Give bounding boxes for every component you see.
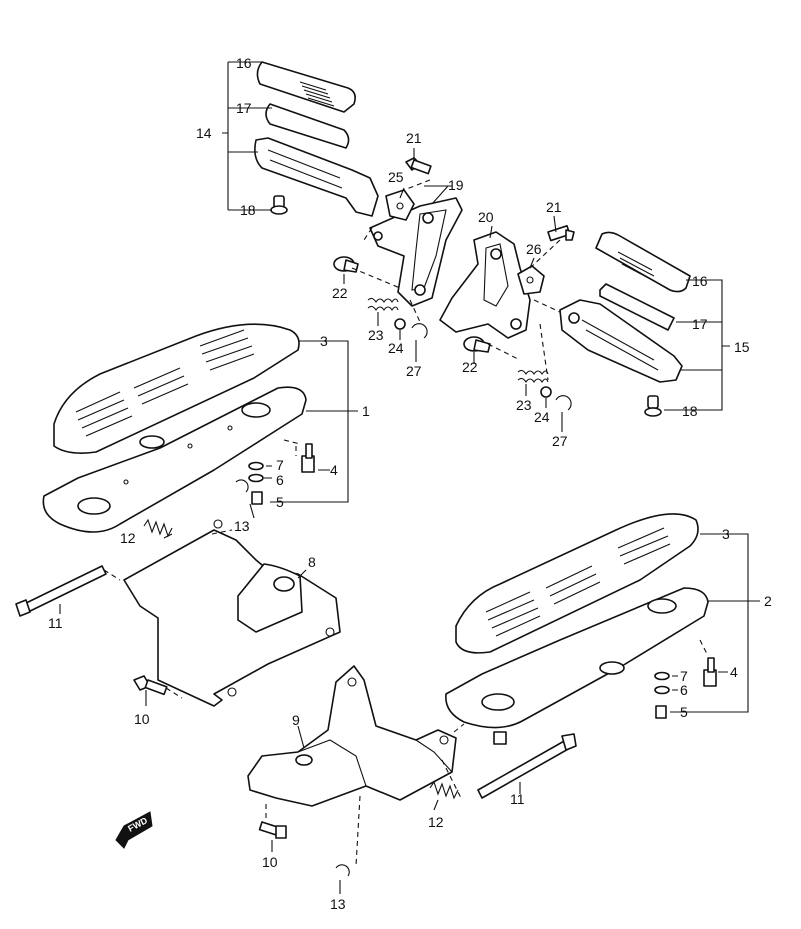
callout-22: 22 xyxy=(462,359,478,375)
callout-24: 24 xyxy=(388,340,404,356)
callout-21: 21 xyxy=(406,130,422,146)
pedal-arm-14 xyxy=(254,137,379,217)
callout-23: 23 xyxy=(368,327,384,343)
bolt-18-left xyxy=(270,195,288,215)
callout-5: 5 xyxy=(680,704,688,720)
bracket-8 xyxy=(123,519,341,707)
callout-20: 20 xyxy=(478,209,494,225)
callout-21: 21 xyxy=(546,199,562,215)
callout-4: 4 xyxy=(730,664,738,680)
spring-12-left xyxy=(143,518,173,538)
bolt-10-right xyxy=(258,821,287,839)
spring-12-right xyxy=(429,780,459,800)
clip-13-bottom xyxy=(335,864,350,877)
pedal-arm-15 xyxy=(559,299,683,383)
callout-4: 4 xyxy=(330,462,338,478)
clip-27-left xyxy=(411,323,428,339)
callout-11: 11 xyxy=(48,615,63,631)
pin-22-right xyxy=(463,336,491,353)
callout-13: 13 xyxy=(234,518,250,534)
callout-10: 10 xyxy=(134,711,150,727)
callout-24: 24 xyxy=(534,409,550,425)
plate-17-right xyxy=(599,283,675,331)
callout-11: 11 xyxy=(510,791,525,807)
callout-12: 12 xyxy=(428,814,444,830)
callout-17: 17 xyxy=(692,316,708,332)
bolt-21-left xyxy=(405,157,432,175)
callout-17: 17 xyxy=(236,100,252,116)
bracket-9 xyxy=(247,665,457,807)
bracket-20 xyxy=(439,231,531,339)
callout-27: 27 xyxy=(552,433,568,449)
callout-18: 18 xyxy=(682,403,698,419)
callout-19: 19 xyxy=(448,177,464,193)
callout-16: 16 xyxy=(236,55,252,71)
fwd-arrow-icon: FWD xyxy=(115,811,153,849)
callout-10: 10 xyxy=(262,854,278,870)
callout-7: 7 xyxy=(276,457,284,473)
pin-22-left xyxy=(333,256,359,273)
spring-23-left xyxy=(367,297,399,311)
hardware-4-5-6-7-right xyxy=(654,657,717,719)
callout-25: 25 xyxy=(388,169,404,185)
callout-2: 2 xyxy=(764,593,772,609)
callout-3: 3 xyxy=(722,526,730,542)
spring-23-right xyxy=(517,369,549,383)
callout-1: 1 xyxy=(362,403,370,419)
callout-22: 22 xyxy=(332,285,348,301)
callout-6: 6 xyxy=(680,682,688,698)
washer-24-right xyxy=(540,386,552,398)
callout-5: 5 xyxy=(276,494,284,510)
cam-plate-26 xyxy=(517,265,545,295)
callout-7: 7 xyxy=(680,668,688,684)
bolt-18-right xyxy=(644,395,662,417)
hardware-4-5-6-7-left xyxy=(235,443,315,505)
floorboard-1 xyxy=(42,386,307,533)
plate-17-left xyxy=(265,103,350,149)
washer-24-left xyxy=(394,318,406,330)
footrest-pad-16-left xyxy=(256,61,356,113)
callout-27: 27 xyxy=(406,363,422,379)
clip-27-right xyxy=(555,395,572,411)
leader-lines xyxy=(59,61,760,894)
footrest-pad-16-right xyxy=(595,231,691,293)
callout-13: 13 xyxy=(330,896,346,912)
callout-6: 6 xyxy=(276,472,284,488)
floorboard-rubber-3-left xyxy=(53,323,300,454)
callout-9: 9 xyxy=(292,712,300,728)
floorboard-2 xyxy=(445,587,709,745)
callout-15: 15 xyxy=(734,339,750,355)
bolt-10-left xyxy=(133,675,168,696)
bracket-19 xyxy=(369,197,463,307)
callout-3: 3 xyxy=(320,333,328,349)
cam-plate-25 xyxy=(385,189,415,221)
callout-18: 18 xyxy=(240,202,256,218)
callout-labels: 16 17 14 18 21 25 19 20 21 26 22 16 17 1… xyxy=(48,55,772,912)
callout-8: 8 xyxy=(308,554,316,570)
callout-26: 26 xyxy=(526,241,542,257)
rod-11-left xyxy=(15,565,107,617)
bolt-21-right xyxy=(547,225,575,242)
callout-12: 12 xyxy=(120,530,136,546)
floorboard-rubber-3-right xyxy=(455,513,699,654)
callout-16: 16 xyxy=(692,273,708,289)
rod-11-right xyxy=(477,733,577,799)
callout-14: 14 xyxy=(196,125,212,141)
callout-23: 23 xyxy=(516,397,532,413)
